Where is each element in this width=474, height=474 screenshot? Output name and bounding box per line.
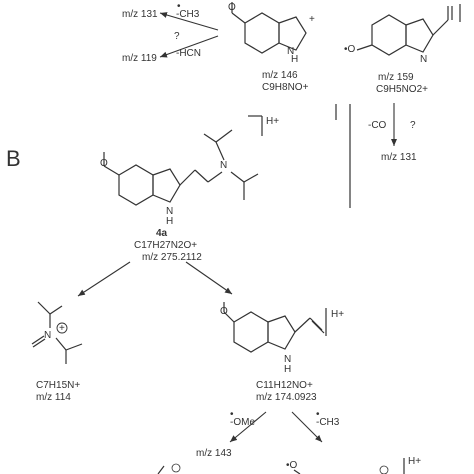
arrow-to-right-fragment [185,261,233,295]
compound-id: 4a [156,228,168,239]
loss-ch3-bottom-label: -CH3 [316,417,340,428]
left-fragment-structure: N + [31,301,83,364]
arrow-to-119 [159,35,219,58]
amine-n: N [220,160,227,171]
indole-n-right: N [284,354,291,365]
svg-text:•O: •O [286,460,298,471]
indole-n-4a: N [166,206,173,217]
panel-b: B O N N H+ H 4a C17H27N2O+ m/z 275.2112 [6,115,421,474]
compound-4a-mz: m/z 275.2112 [142,252,202,263]
loss-hcn-label: -HCN [176,48,201,59]
bottom-charge: H+ [408,456,421,467]
methoxy-o-2: O [220,306,228,317]
radical-dot-ome: • [230,409,234,420]
fragment-146-mz: m/z 146 [262,70,298,81]
bottom-partial-structures: •O [157,458,405,474]
left-fragment-formula: C7H15N+ [36,380,80,391]
right-fragment-charge: H+ [331,309,344,320]
indole-n-2: N [420,54,427,65]
fragment-146-formula: C9H8NO+ [262,82,309,93]
fragment-143-label: m/z 143 [196,448,232,459]
charge-plus: + [309,14,315,25]
arrow-to-131 [159,12,219,31]
fragment-131b-label: m/z 131 [381,152,417,163]
top-section: m/z 131 -CH3 • ? -HCN m/z 119 O + H N m/… [122,1,461,208]
fragment-146-structure: O + H N [228,2,315,65]
left-fragment-n: N [44,330,51,341]
methoxy-o: O [100,158,108,169]
compound-4a-structure: O N N [100,115,263,217]
left-fragment-mz: m/z 114 [36,392,71,403]
indole-n: N [287,46,294,57]
radical-dot: • [177,1,181,12]
compound-4a-charge: H+ [266,116,279,127]
panel-label: B [6,146,21,171]
fragment-159-mz: m/z 159 [378,72,414,83]
indole-nh: H [291,54,298,65]
right-fragment-nh: H [284,364,291,375]
oxygen-radical: O [228,2,236,13]
oxygen-radical-2: •O [344,44,356,55]
fragment-119-label: m/z 119 [122,53,157,64]
question-mark: ? [174,31,180,42]
arrow-to-left-fragment [77,261,131,297]
compound-4a-nh: H [166,216,173,227]
loss-ome-label: -OMe [230,417,255,428]
positive-charge-circle [56,322,68,334]
compound-4a-formula: C17H27N2O+ [134,240,197,251]
right-fragment-structure: O N [220,302,327,365]
loss-co-label: -CO [368,120,387,131]
fragment-159-structure: •O N [344,4,461,65]
right-fragment-formula: C11H12NO+ [256,380,313,391]
positive-charge-sign: + [59,323,65,334]
radical-dot-ch3: • [316,409,320,420]
right-fragment-mz: m/z 174.0923 [256,392,317,403]
loss-ch3-label: -CH3 [176,9,200,20]
arrow-to-143 [229,411,267,443]
question-mark-2: ? [410,120,416,131]
arrow-to-bottom-right [291,411,323,443]
fragment-131-label: m/z 131 [122,9,158,20]
fragment-159-formula: C9H5NO2+ [376,84,428,95]
